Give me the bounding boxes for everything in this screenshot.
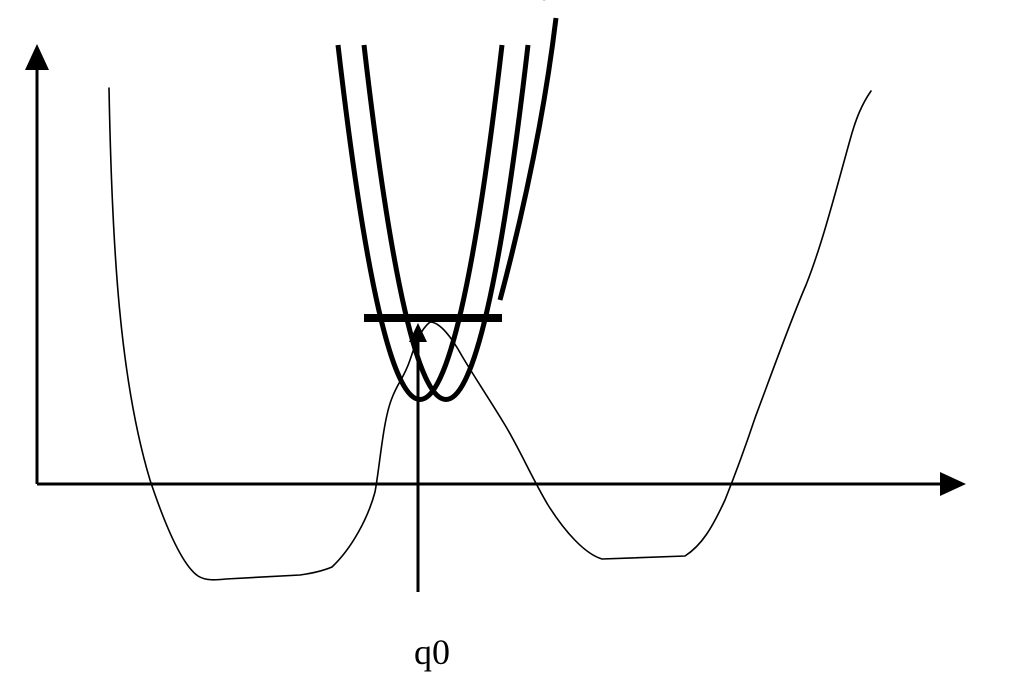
q0-label: q0 <box>414 632 450 672</box>
double-well-potential-curve <box>108 87 872 581</box>
harmonic-parabola-left <box>335 44 505 402</box>
harmonic-parabola-right <box>361 44 531 402</box>
y-axis-arrowhead <box>25 44 49 70</box>
top-cropped-label: 20 <box>522 0 552 8</box>
x-axis-arrowhead <box>940 472 966 496</box>
harmonic-parabola-outer-right <box>497 17 559 301</box>
axes <box>25 44 966 496</box>
